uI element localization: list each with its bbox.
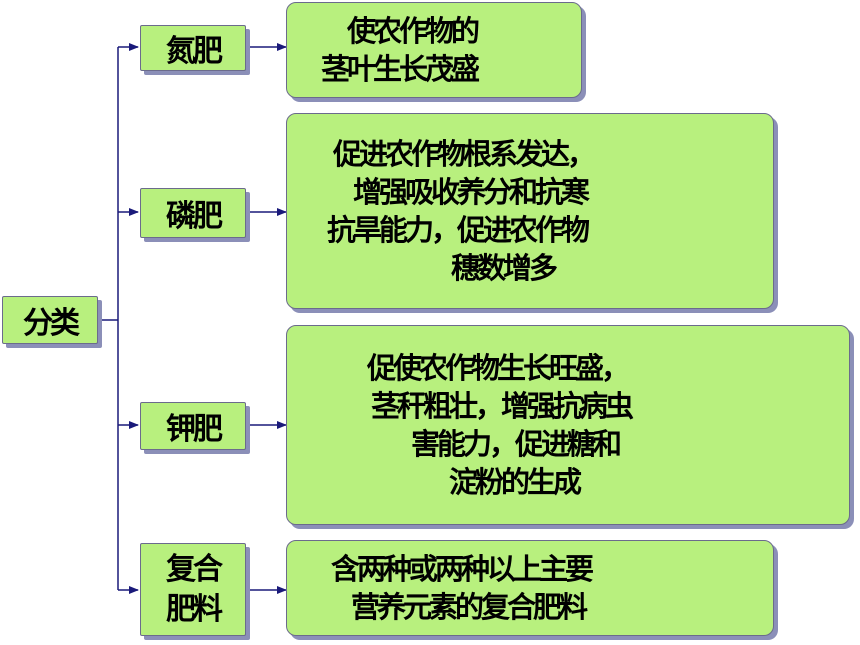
description-box-potassium: 促使农作物生长旺盛， 茎秆粗壮，增强抗病虫 害能力，促进糖和 淀粉的生成 (286, 325, 850, 525)
category-label: 磷肥 (166, 199, 223, 234)
description-line: 茎叶生长茂盛 (321, 52, 480, 86)
description-line: 使农作物的 (347, 14, 480, 48)
category-label-line: 肥料 (166, 591, 223, 627)
description-line: 营养元素的复合肥料 (351, 590, 588, 624)
category-label: 氮肥 (166, 34, 223, 69)
category-label-line: 复合 (166, 551, 223, 587)
root-box-category: 分类 (2, 296, 98, 344)
description-line: 茎秆粗壮，增强抗病虫 (371, 389, 634, 423)
description-line: 抗旱能力，促进农作物 (327, 213, 590, 247)
description-line: 含两种或两种以上主要 (331, 552, 594, 586)
description-box-compound: 含两种或两种以上主要 营养元素的复合肥料 (286, 540, 774, 636)
category-box-compound: 复合 肥料 (140, 543, 246, 636)
description-line: 促进农作物根系发达， (333, 137, 596, 171)
description-line: 促使农作物生长旺盛， (367, 351, 630, 385)
category-box-nitrogen: 氮肥 (140, 25, 246, 71)
root-label: 分类 (23, 306, 80, 341)
category-label: 钾肥 (166, 412, 223, 447)
description-box-phosphorus: 促进农作物根系发达， 增强吸收养分和抗寒 抗旱能力，促进农作物 穗数增多 (286, 113, 774, 309)
description-line: 害能力，促进糖和 (411, 427, 622, 461)
description-box-nitrogen: 使农作物的 茎叶生长茂盛 (286, 2, 582, 98)
description-line: 穗数增多 (451, 251, 558, 285)
description-line: 增强吸收养分和抗寒 (353, 175, 590, 209)
category-box-potassium: 钾肥 (140, 402, 246, 450)
category-box-phosphorus: 磷肥 (140, 188, 246, 238)
description-line: 淀粉的生成 (449, 465, 582, 499)
